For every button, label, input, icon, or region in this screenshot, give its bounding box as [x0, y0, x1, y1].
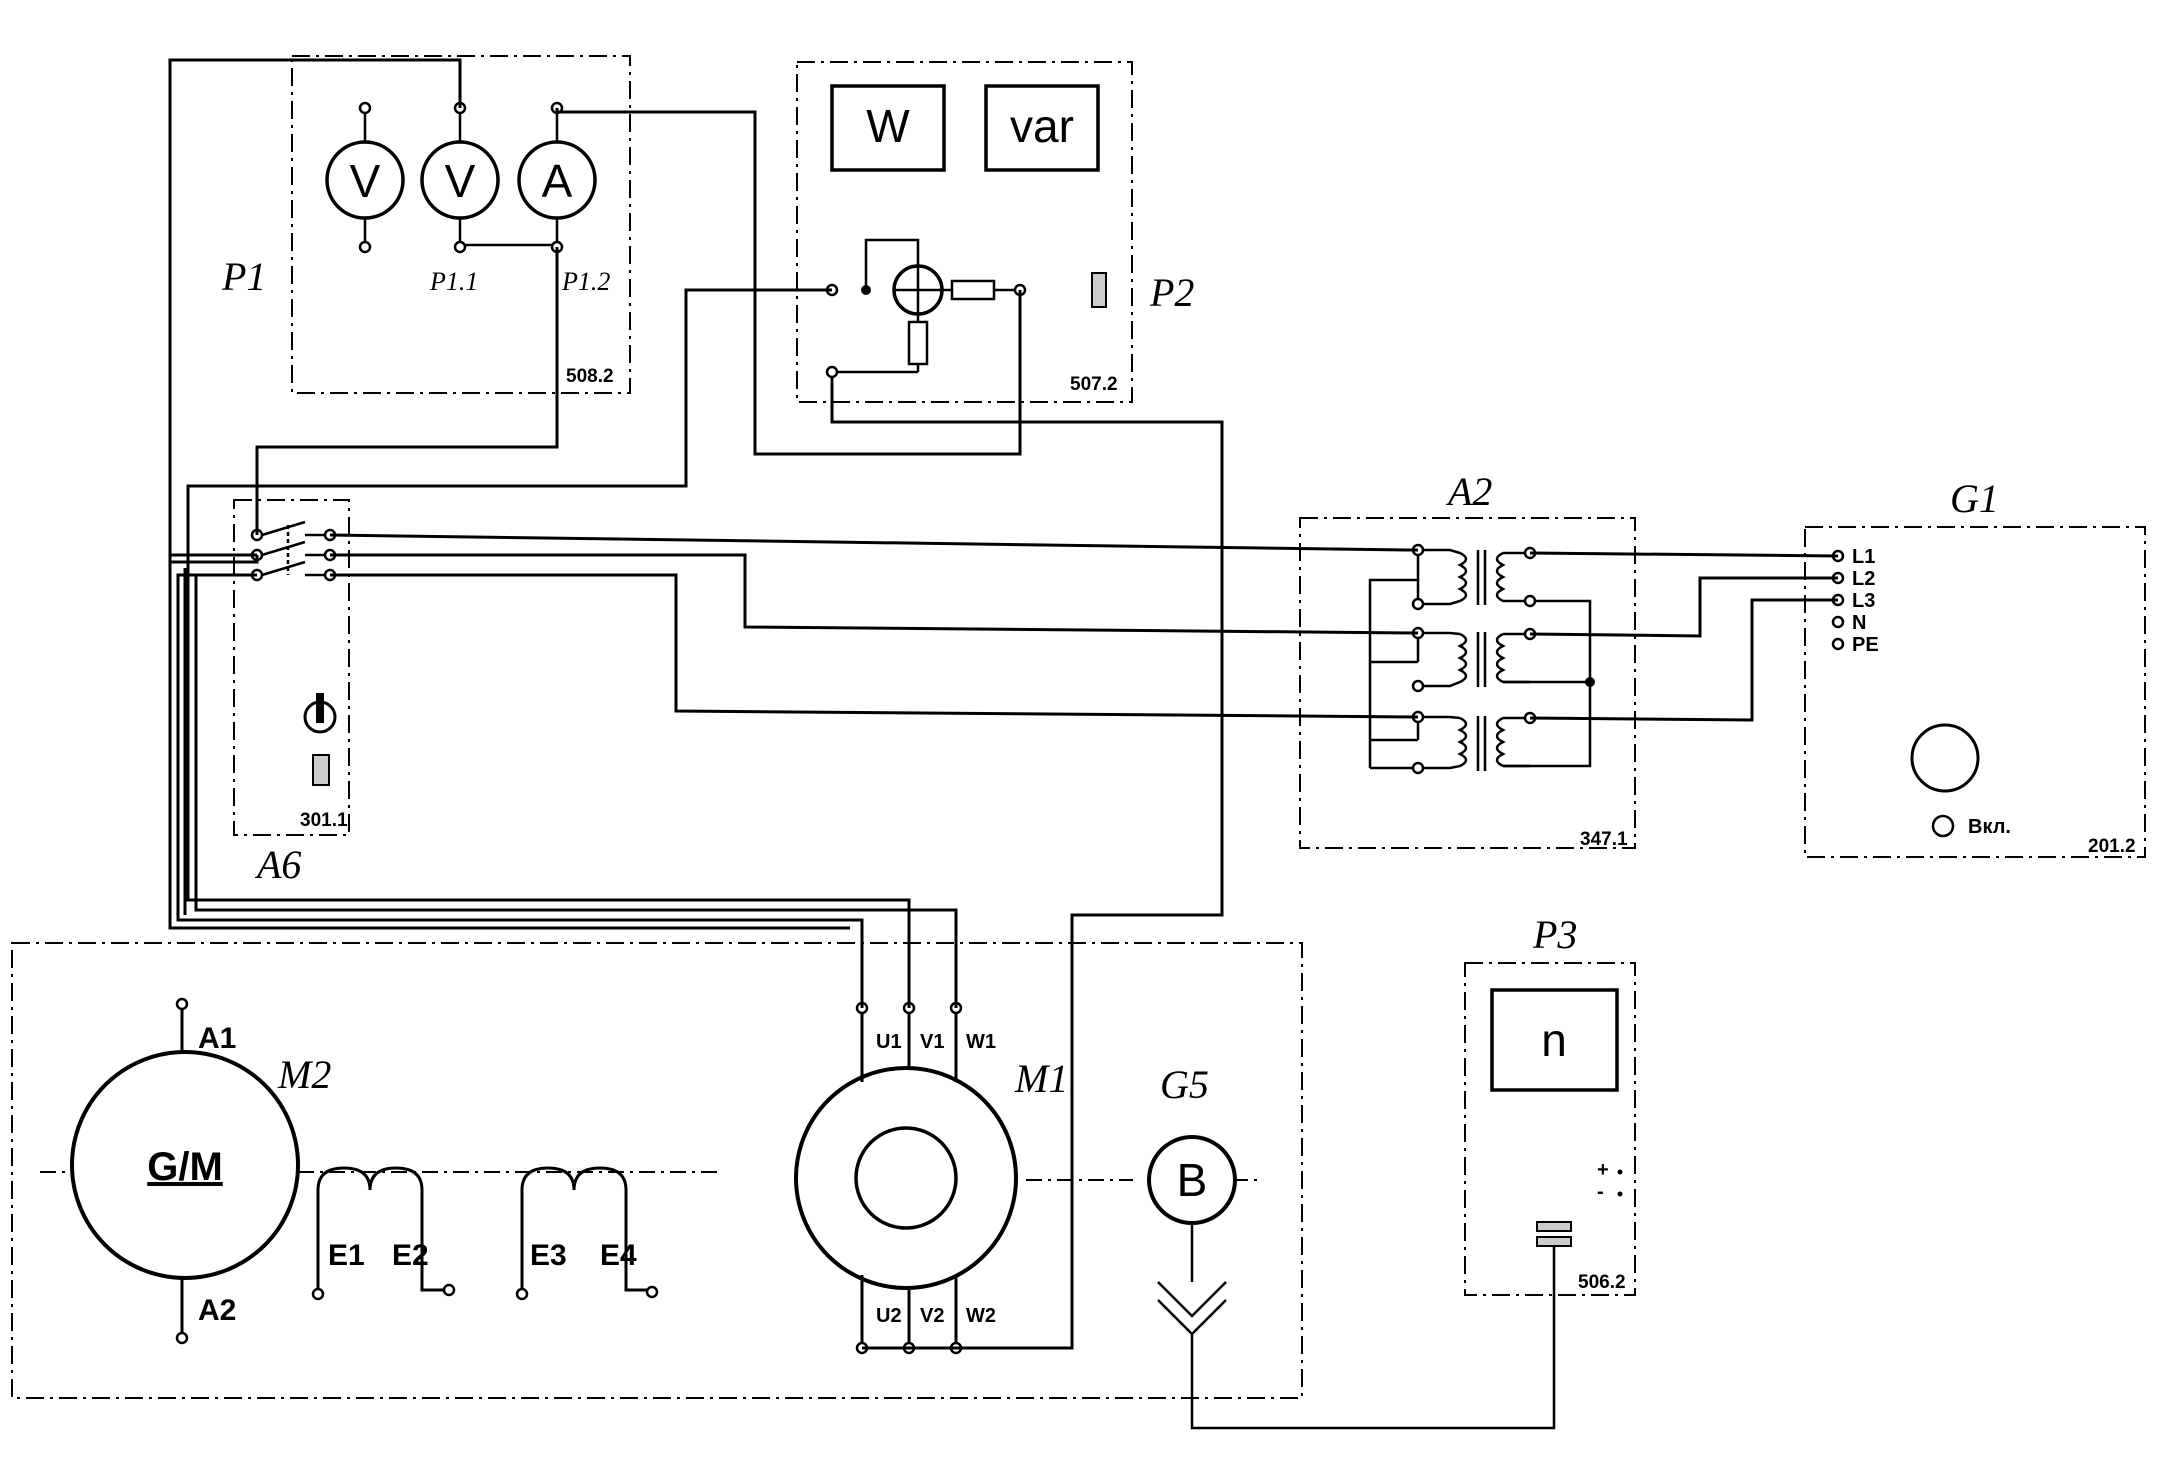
p2-display-w	[830, 84, 946, 172]
g1-label: G1	[1950, 476, 1999, 521]
m1-w1: W1	[966, 1031, 996, 1053]
block-a2-outline	[1299, 517, 1636, 849]
p3-plus: +	[1597, 1159, 1609, 1181]
p3-display	[1490, 988, 1619, 1092]
block-a6-outline	[233, 499, 350, 836]
m2-e4: E4	[600, 1239, 637, 1272]
g5-label: G5	[1160, 1062, 1209, 1107]
p3-minus: -	[1597, 1181, 1604, 1203]
m2-e2: E2	[392, 1239, 429, 1272]
g1-terminal-l2: L2	[1852, 568, 1875, 590]
m1-label: M1	[1014, 1056, 1068, 1101]
p1-code: 508.2	[566, 366, 614, 387]
block-p3-outline	[1464, 962, 1636, 1296]
m1-v2: V2	[920, 1305, 944, 1327]
g1-on-label: Вкл.	[1968, 816, 2011, 838]
p1-term-1-label: P1.1	[429, 267, 478, 296]
m2-a1: A1	[198, 1022, 236, 1055]
m1-w2: W2	[966, 1305, 996, 1327]
m2-e3: E3	[530, 1239, 567, 1272]
p3-label: P3	[1532, 912, 1577, 957]
m2-a2: A2	[198, 1294, 236, 1327]
m2-symbol: G/M	[147, 1145, 223, 1189]
m1-v1: V1	[920, 1031, 944, 1053]
g1-terminal-l3: L3	[1852, 590, 1875, 612]
p1-voltmeter-2-symbol: V	[445, 155, 476, 207]
block-p1-outline	[291, 55, 631, 394]
p2-display-w-text: W	[866, 100, 910, 152]
p1-ammeter-symbol: A	[542, 155, 573, 207]
a6-code: 301.1	[300, 810, 348, 831]
g1-terminal-n: N	[1852, 612, 1866, 634]
p2-label: P2	[1149, 270, 1194, 315]
a2-label: A2	[1445, 469, 1492, 514]
a6-label: A6	[254, 842, 301, 887]
p3-connector	[1536, 1221, 1572, 1232]
m2-e1: E1	[328, 1239, 365, 1272]
m1-u2: U2	[876, 1305, 902, 1327]
p2-code: 507.2	[1070, 374, 1118, 395]
p1-term-2-label: P1.2	[561, 267, 610, 296]
m1-u1: U1	[876, 1031, 902, 1053]
m2-label: M2	[277, 1052, 331, 1097]
g1-terminal-l1: L1	[1852, 546, 1875, 568]
a6-lamp	[312, 754, 330, 786]
p1-voltmeter-1-symbol: V	[350, 155, 381, 207]
p2-display-var-text: var	[1010, 100, 1074, 152]
p3-code: 506.2	[1578, 1272, 1626, 1293]
g1-code: 201.2	[2088, 836, 2136, 857]
p3-display-text: n	[1541, 1014, 1567, 1066]
block-g1-outline	[1804, 526, 2146, 858]
g5-symbol: B	[1177, 1154, 1208, 1206]
p2-display-var	[984, 84, 1100, 172]
block-machines-outline	[11, 942, 1303, 1399]
p2-lamp	[1091, 272, 1107, 308]
a2-code: 347.1	[1580, 829, 1628, 850]
g1-terminal-pe: PE	[1852, 634, 1879, 656]
p1-label: P1	[221, 254, 266, 299]
block-p2-outline	[796, 61, 1133, 403]
m2-dc-machine	[70, 1050, 300, 1280]
g1-main-knob[interactable]	[1910, 723, 1980, 793]
g1-on-button[interactable]	[1931, 814, 1955, 838]
m1-motor-rotor	[854, 1126, 958, 1230]
